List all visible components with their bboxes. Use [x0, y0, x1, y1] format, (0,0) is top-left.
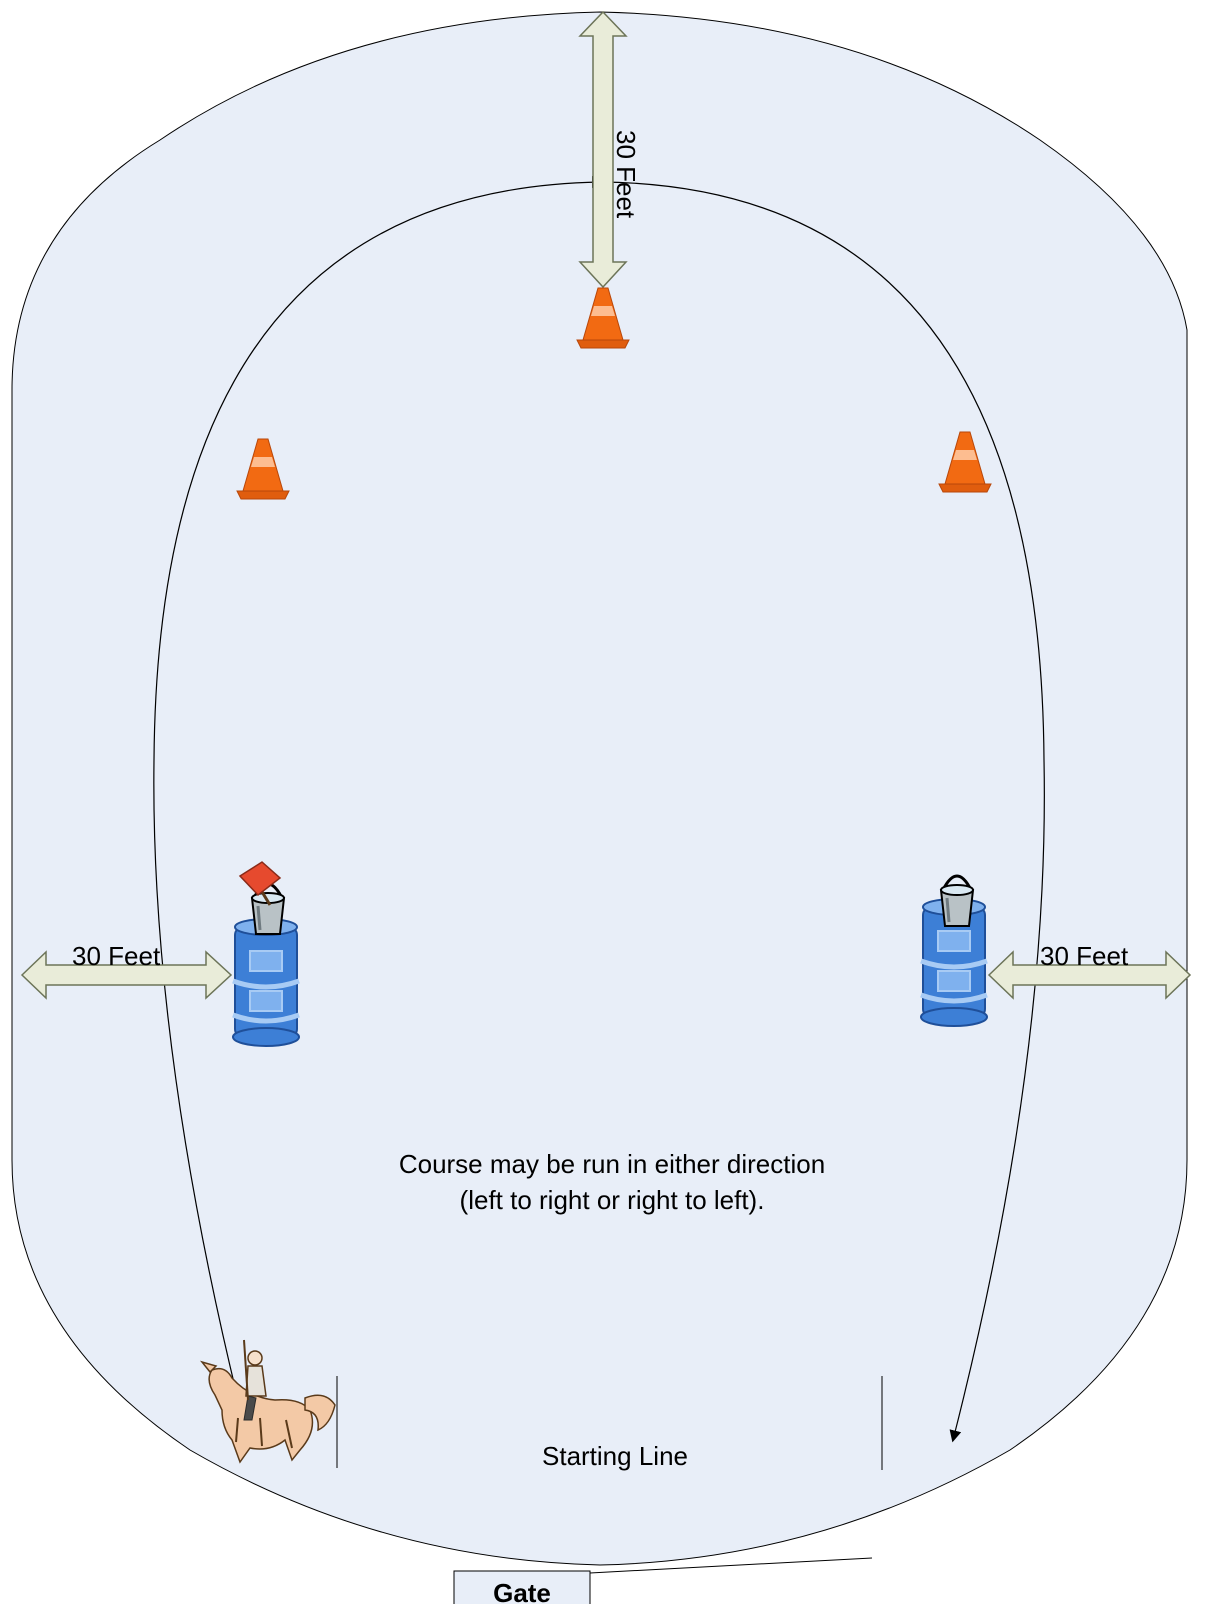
- course-note-line1: Course may be run in either direction: [399, 1149, 825, 1179]
- gate-box: [453, 1570, 591, 1604]
- starting-line-label: Starting Line: [542, 1441, 688, 1471]
- flag-icon: [238, 861, 282, 906]
- left-distance-label: 30 Feet: [72, 941, 161, 971]
- top-distance-arrow: [578, 10, 628, 289]
- arena-outline: [11, 11, 1188, 1566]
- top-distance-label: 30 Feet: [611, 130, 641, 219]
- left-distance-arrow: [20, 950, 233, 1000]
- barrel-icon: [233, 919, 299, 1046]
- right-distance-label: 30 Feet: [1040, 941, 1129, 971]
- right-distance-arrow: [987, 950, 1192, 1000]
- horse-rider-icon: [199, 1339, 336, 1464]
- gate-line: [589, 1557, 873, 1574]
- course-note-line2: (left to right or right to left).: [460, 1185, 765, 1215]
- gate-label: Gate: [493, 1578, 551, 1604]
